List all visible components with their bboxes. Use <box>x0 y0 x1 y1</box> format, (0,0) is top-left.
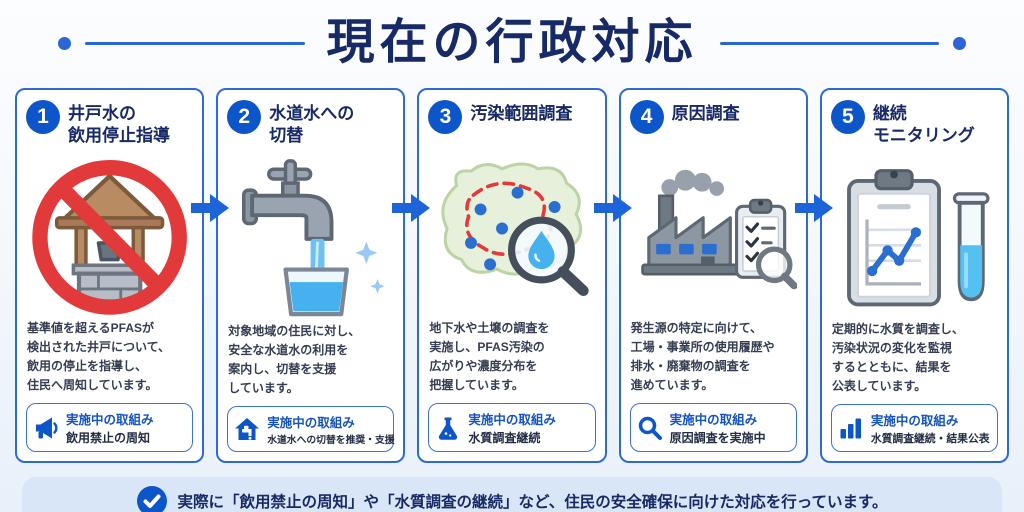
step-5-badge: 実施中の取組み 水質調査継続・結果公表 <box>830 404 999 453</box>
clipboard-chart-testtube-icon <box>831 151 998 316</box>
megaphone-icon <box>36 417 58 439</box>
step-4-number-badge: 4 <box>629 100 664 134</box>
step-1-title: 井戸水の 飲用停止指導 <box>68 104 170 146</box>
summary-banner: 実際に「飲用禁止の周知」や「水質調査の継続」など、住民の安全確保に向けた対応を行… <box>22 477 1002 512</box>
header: 現在の行政対応 <box>0 0 1024 86</box>
step-4-badge: 実施中の取組み 原因調査を実施中 <box>629 403 797 453</box>
step-1-header: 1 井戸水の 飲用停止指導 <box>26 100 193 148</box>
step-4-badge-value: 原因調査を実施中 <box>669 431 766 446</box>
step-3-number-badge: 3 <box>428 100 463 134</box>
step-card-3: 3 汚染範囲調査 地下水や土壌の調査を 実施し、PFAS汚染の 広 <box>417 88 607 464</box>
step-4-badge-label: 実施中の取組み <box>669 413 758 428</box>
step-3-header: 3 汚染範囲調査 <box>428 100 595 134</box>
step-3-description: 地下水や土壌の調査を 実施し、PFAS汚染の 広がりや濃度分布を 把握しています… <box>429 321 550 393</box>
magnifier-icon <box>638 416 662 440</box>
step-4-title: 原因調査 <box>671 104 740 123</box>
step-arrow-4 <box>794 88 833 463</box>
bar-chart-icon <box>840 418 861 439</box>
step-2-badge-label: 実施中の取組み <box>267 416 355 431</box>
step-3-badge-value: 水質調査継続 <box>468 431 541 446</box>
step-1-badge: 実施中の取組み 飲用禁止の周知 <box>26 403 194 453</box>
step-card-1: 1 井戸水の 飲用停止指導 <box>15 88 205 464</box>
step-5-number-badge: 5 <box>830 100 865 134</box>
step-4-header: 4 原因調査 <box>629 100 797 134</box>
step-3-title: 汚染範囲調査 <box>470 104 573 123</box>
no-drinking-well-icon <box>26 151 193 315</box>
step-1-number-badge: 1 <box>26 100 60 134</box>
title-left-dot <box>58 36 71 50</box>
step-1-badge-label: 実施中の取組み <box>66 413 154 428</box>
step-arrow-2 <box>392 88 431 463</box>
summary-text: 実際に「飲用禁止の周知」や「水質調査の継続」など、住民の安全確保に向けた対応を行… <box>177 494 888 512</box>
step-4-description: 発生源の特定に向けて、 工場・事業所の使用履歴や 排水・廃棄物の調査を 進めてい… <box>630 321 775 393</box>
step-3-badge-label: 実施中の取組み <box>468 413 556 428</box>
factory-checklist-icon <box>630 137 797 315</box>
map-survey-icon <box>428 137 595 315</box>
step-2-header: 2 水道水への 切替 <box>227 100 394 148</box>
step-5-description: 定期的に水質を調査し、 汚染状況の変化を監視 するとともに、結果を 公表していま… <box>831 322 964 394</box>
check-circle-icon <box>136 486 167 512</box>
step-card-2: 2 水道水への 切替 対象地域の住民に対し、 安全な <box>216 88 406 464</box>
step-1-badge-value: 飲用禁止の周知 <box>66 431 151 446</box>
step-5-title: 継続 モニタリング <box>872 104 975 146</box>
step-card-4: 4 原因調査 <box>618 88 808 464</box>
page-title: 現在の行政対応 <box>326 16 698 69</box>
step-arrow-3 <box>593 88 632 463</box>
title-right-dot <box>953 36 967 50</box>
step-2-badge-value: 水道水への切替を推奨・支援 <box>267 435 395 447</box>
flask-icon <box>439 417 458 440</box>
step-2-badge: 実施中の取組み 水道水への切替を推奨・支援 <box>227 406 395 453</box>
step-1-description: 基準値を超えるPFASが 検出された井戸について、 飲用の停止を指導し、 住民へ… <box>27 321 171 393</box>
step-5-badge-value: 水質調査継続・結果公表 <box>870 433 990 446</box>
step-5-header: 5 継続 モニタリング <box>830 100 998 148</box>
step-2-title: 水道水への 切替 <box>269 104 355 146</box>
title-left-line <box>85 41 305 45</box>
step-2-number-badge: 2 <box>227 100 262 134</box>
title-right-line <box>719 41 940 45</box>
step-5-badge-label: 実施中の取組み <box>870 414 959 429</box>
step-arrow-1 <box>191 88 230 463</box>
step-3-badge: 実施中の取組み 水質調査継続 <box>428 403 596 453</box>
step-2-description: 対象地域の住民に対し、 安全な水道水の利用を 案内し、切替を支援 しています。 <box>228 324 361 396</box>
step-card-5: 5 継続 モニタリング <box>819 88 1010 464</box>
house-faucet-icon <box>235 418 260 441</box>
faucet-glass-icon <box>227 151 394 318</box>
steps-row: 1 井戸水の 飲用停止指導 <box>0 86 1024 475</box>
